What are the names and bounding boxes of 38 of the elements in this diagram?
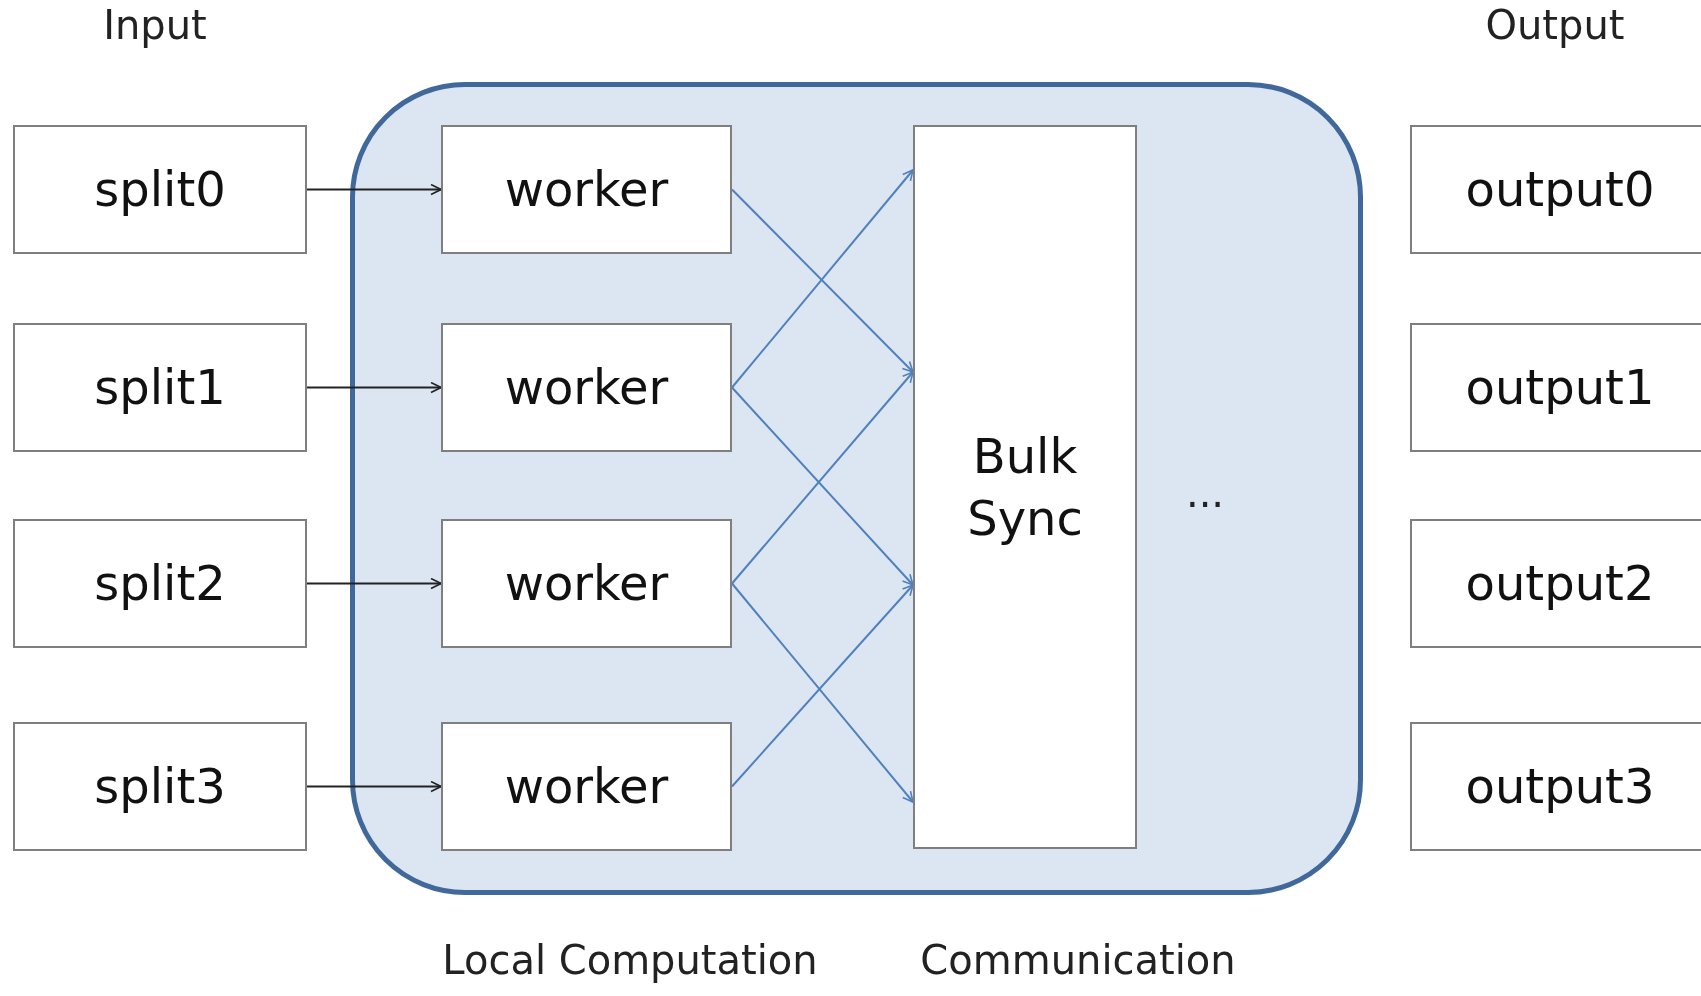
process-box [1410,125,1701,254]
box-label: output2 [1464,554,1656,614]
arrow [306,183,442,196]
process-box [1410,323,1701,452]
process-box [441,125,732,254]
section-label: Input [103,2,207,48]
process-box [441,722,732,851]
box-label: split2 [93,554,227,614]
ellipsis-label: ... [1185,470,1225,516]
section-label: Output [1485,2,1625,48]
arrow [306,381,442,394]
box-label: split3 [93,757,227,817]
arrow [306,780,442,793]
container-box [350,82,1363,895]
process-box [13,722,307,851]
arrow [731,169,914,389]
box-label: worker [503,554,670,614]
box-label: split0 [93,160,227,220]
box-label: worker [503,358,670,418]
section-label: Communication [920,937,1236,983]
process-box [13,323,307,452]
box-label: output0 [1464,160,1656,220]
box-label: output3 [1464,757,1656,817]
arrow [731,188,914,373]
box-label: Bulk Sync [966,426,1084,548]
box-label: worker [503,160,670,220]
box-label: worker [503,757,670,817]
arrow [306,577,442,590]
sync-box [913,125,1137,849]
box-label: output1 [1464,358,1656,418]
process-box [1410,519,1701,648]
process-box [441,519,732,648]
process-box [1410,722,1701,851]
box-label: split1 [93,358,227,418]
section-label: Local Computation [442,937,818,983]
process-box [13,519,307,648]
process-box [441,323,732,452]
process-box [13,125,307,254]
